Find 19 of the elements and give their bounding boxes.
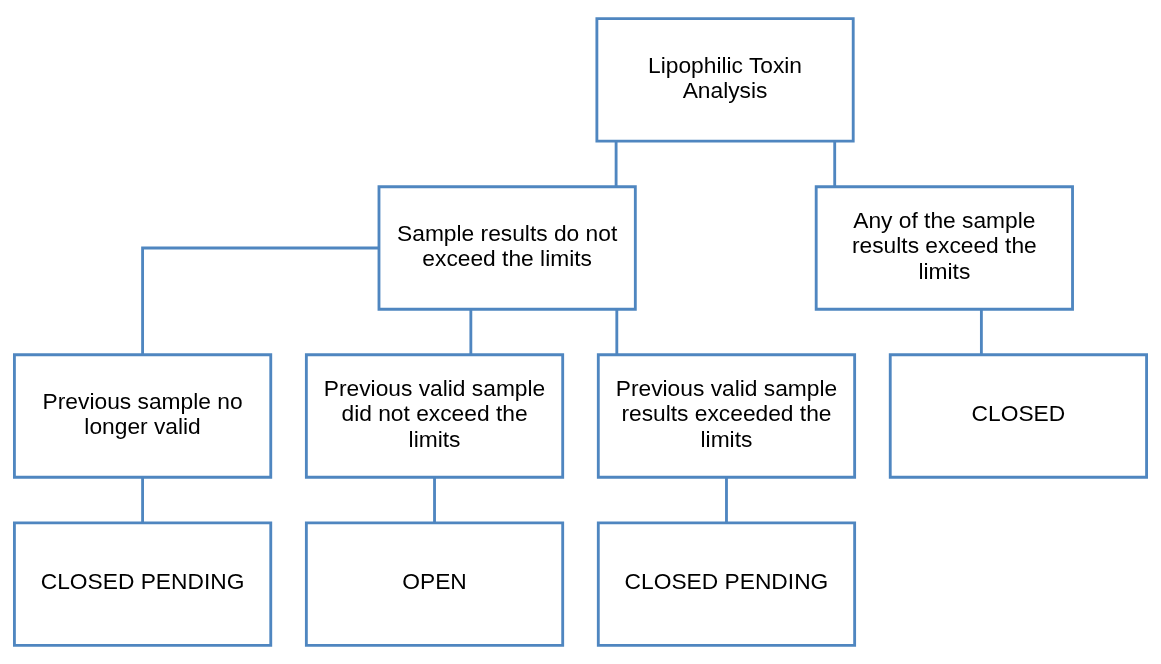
node-box: Previous valid sample did not exceed the limits xyxy=(304,353,565,479)
connector xyxy=(725,477,728,523)
node-box: CLOSED PENDING xyxy=(13,521,273,647)
node-box: CLOSED xyxy=(888,353,1148,479)
node-box: Previous valid sample results exceeded the limits xyxy=(596,353,857,479)
connector xyxy=(433,477,436,523)
connector xyxy=(614,141,618,187)
connector xyxy=(141,477,144,523)
node-box: Sample results do not exceed the limits xyxy=(377,185,637,311)
node-box: Any of the sample results exceed the limits xyxy=(814,185,1074,311)
connector xyxy=(615,309,619,355)
connector xyxy=(469,309,473,355)
node-box: Previous sample no longer valid xyxy=(13,353,273,479)
node-box: CLOSED PENDING xyxy=(596,521,857,647)
connector xyxy=(833,141,837,187)
connector xyxy=(979,309,983,355)
node-box: Lipophilic Toxin Analysis xyxy=(595,17,855,143)
node-box: OPEN xyxy=(304,521,565,647)
connector xyxy=(141,246,379,355)
